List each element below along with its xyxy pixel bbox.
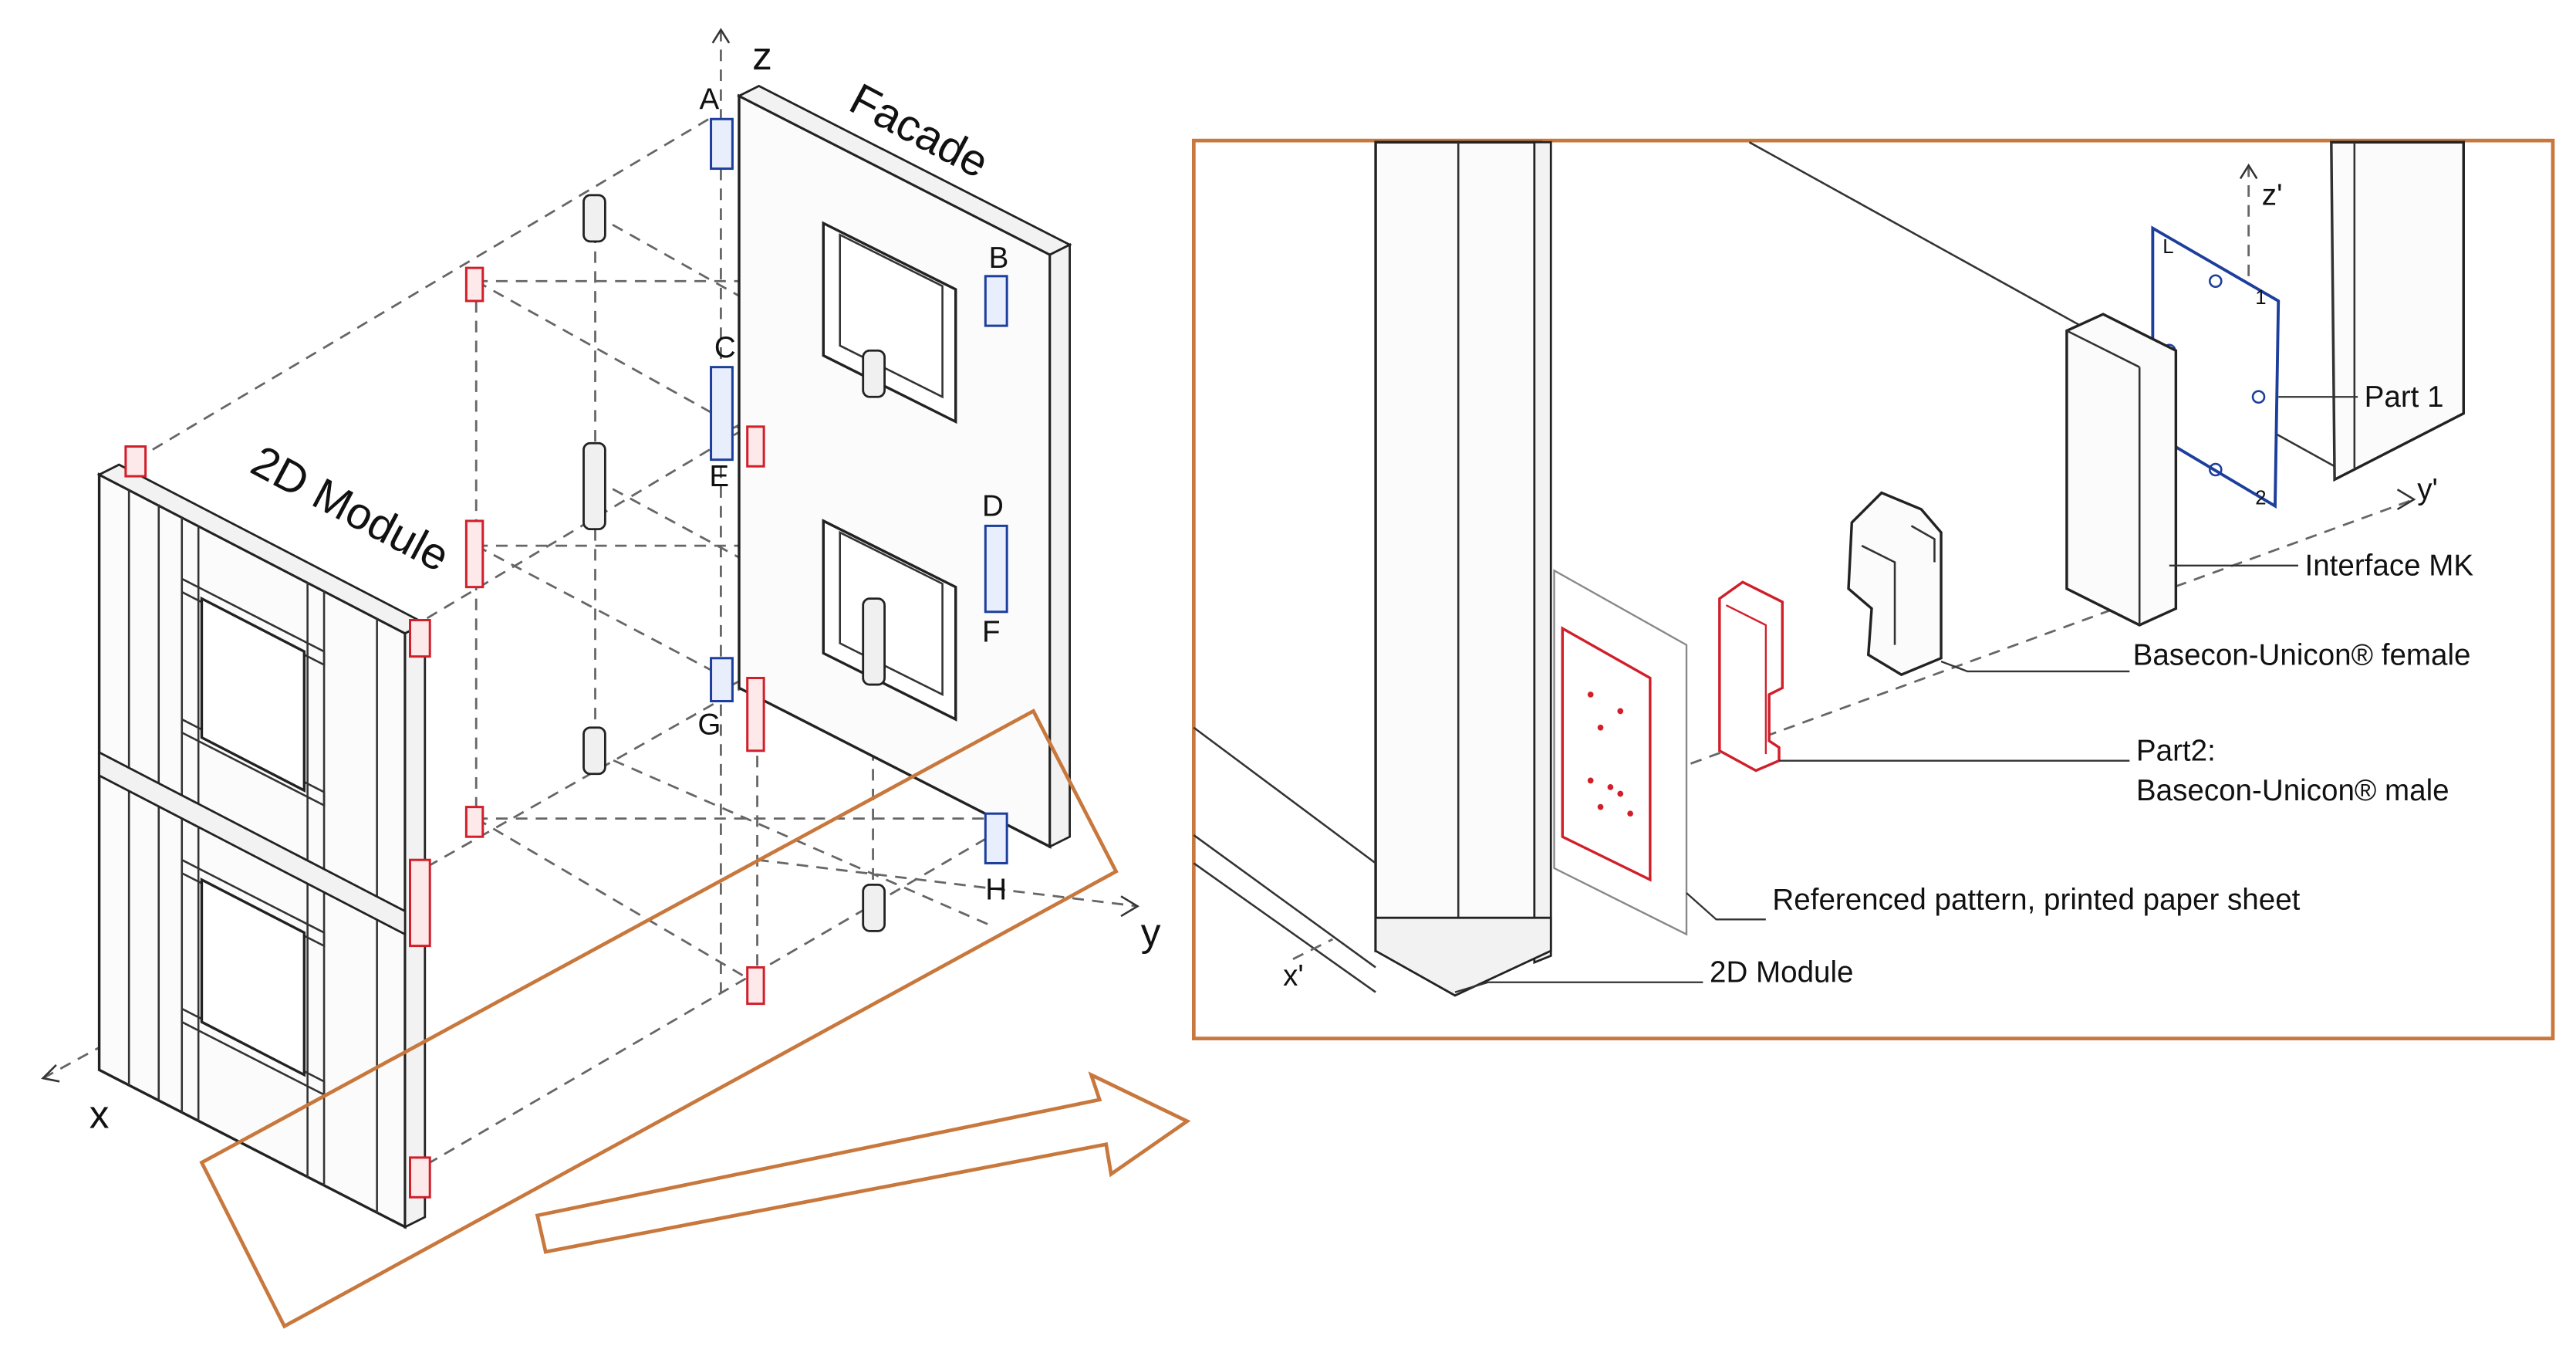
module-connectors — [124, 266, 765, 1199]
z-prime-axis-arrow-icon — [2239, 163, 2258, 180]
module-connector — [124, 445, 147, 478]
interface-connector — [582, 726, 606, 776]
part2-title: Part2: — [2136, 735, 2216, 768]
basecon-male-part — [1718, 580, 1784, 773]
female-label: Basecon-Unicon® female — [2133, 638, 2471, 671]
detail-frame — [1191, 138, 2555, 1040]
point-label-d: D — [982, 490, 1004, 523]
interface-connector — [862, 349, 886, 398]
y-axis-label: y — [1141, 910, 1161, 955]
detail-view: z' y' x' L 1 2 — [1191, 138, 2555, 1040]
point-label-a: A — [700, 83, 720, 116]
leader-pattern — [1686, 892, 1766, 921]
interface-connector — [862, 883, 886, 932]
point-label-c: C — [714, 331, 736, 364]
interface-connector — [862, 597, 886, 686]
facade-connector — [710, 117, 734, 171]
z-axis-label: z — [752, 33, 772, 78]
point-label-b: B — [989, 242, 1009, 275]
zoom-arrow-icon — [535, 1071, 1191, 1254]
detail-module-label: 2D Module — [1710, 956, 1854, 989]
interface-mk-label: Interface MK — [2305, 550, 2474, 583]
point-label-e: E — [709, 460, 729, 493]
detail-callout-outline — [199, 708, 1119, 1329]
z-prime-axis-label: z' — [2262, 179, 2283, 212]
y-axis-arrow-icon — [1120, 895, 1139, 918]
connector-point-labels: A B C D E F G H — [697, 83, 1008, 906]
referenced-pattern — [1561, 626, 1652, 882]
facade-connector — [984, 524, 1008, 614]
module-connector — [746, 425, 765, 468]
facade-connector — [984, 275, 1008, 327]
part1-label: Part 1 — [2365, 380, 2444, 414]
plate-point-l: L — [2162, 236, 2173, 258]
leader-module — [1454, 981, 1703, 993]
y-prime-axis-line — [1653, 498, 2415, 779]
module-panel: 2D Module — [96, 437, 457, 1229]
module-connector — [464, 519, 484, 589]
facade-connector — [710, 366, 734, 462]
leader-female — [1940, 660, 2130, 673]
y-prime-axis-arrow-icon — [2396, 489, 2416, 511]
x-prime-axis-label: x' — [1283, 959, 1304, 992]
plate-point-1: 1 — [2255, 287, 2266, 309]
z-axis-arrow-icon — [711, 28, 731, 44]
facade-connectors — [710, 117, 1008, 864]
interface-connector — [582, 441, 606, 531]
y-axis-line — [757, 858, 1138, 908]
module-connector — [746, 965, 765, 1006]
x-axis-label: x — [89, 1091, 110, 1136]
interface-connector — [582, 194, 606, 243]
part2-name: Basecon-Unicon® male — [2136, 774, 2449, 807]
x-prime-axis-line — [1292, 938, 1333, 961]
point-label-h: H — [985, 874, 1007, 907]
pattern-label: Referenced pattern, printed paper sheet — [1772, 883, 2300, 916]
module-connector — [464, 806, 484, 838]
interface-mk-block — [2065, 313, 2178, 627]
y-prime-axis-label: y' — [2417, 473, 2438, 506]
facade-panel: Facade — [736, 74, 1072, 849]
x-axis-arrow-icon — [41, 1063, 60, 1083]
plate-point-2: 2 — [2255, 488, 2266, 509]
facade-connector — [984, 812, 1008, 864]
module-connector — [408, 1156, 431, 1199]
module-connector — [408, 858, 431, 948]
module-connector — [408, 619, 431, 658]
module-connector — [746, 677, 765, 752]
main-axes: z y x — [41, 28, 1161, 1136]
module-connector — [464, 266, 484, 303]
point-label-g: G — [697, 708, 721, 741]
facade-connector — [710, 657, 734, 702]
point-label-f: F — [982, 615, 1001, 648]
interface-connectors — [582, 194, 886, 932]
detail-callout — [199, 708, 1191, 1329]
